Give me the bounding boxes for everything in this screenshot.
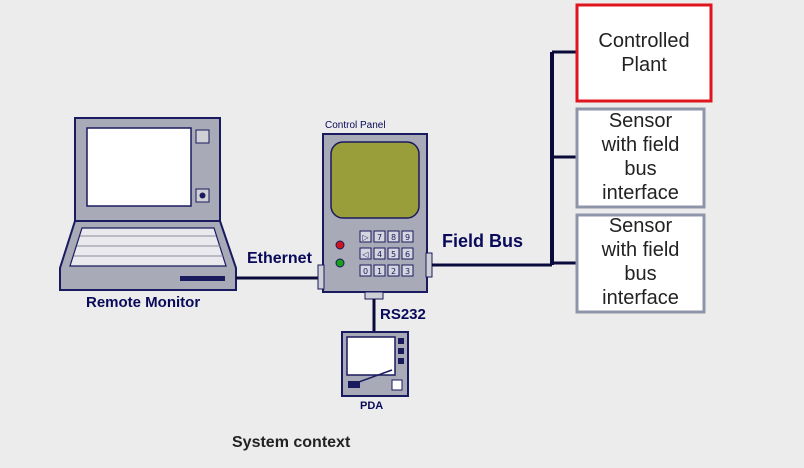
controlled-plant-text: Controlled Plant — [579, 29, 709, 77]
keypad-key — [373, 230, 386, 243]
keypad-key-label: 3 — [405, 267, 410, 276]
box-line: interface — [602, 182, 679, 204]
keypad-key — [387, 264, 400, 277]
laptop-button-icon — [195, 129, 210, 144]
box-line: Sensor — [608, 215, 673, 237]
keypad-key-label: 9 — [405, 233, 410, 242]
keypad-key-label: ▷ — [362, 233, 369, 242]
controlled-plant-box — [575, 3, 713, 103]
sensor-1-text: Sensor with field bus interface — [579, 109, 702, 205]
keypad: ▷ 7 8 9 ◁ 4 5 6 0 1 2 3 — [359, 230, 414, 277]
keypad-key-label: 7 — [377, 233, 382, 242]
keypad-key — [359, 230, 372, 243]
keypad-key-label: 8 — [391, 233, 396, 242]
remote-monitor-laptop — [59, 117, 237, 291]
keypad-key-label: 4 — [377, 250, 382, 259]
keypad-key — [387, 247, 400, 260]
keypad-key-label: 1 — [377, 267, 382, 276]
keypad-key — [401, 247, 414, 260]
keypad-key — [359, 247, 372, 260]
keypad-key-label: 6 — [405, 250, 410, 259]
keypad-key-label: 2 — [391, 267, 396, 276]
right-port — [425, 252, 433, 278]
red-led-icon — [335, 240, 345, 250]
pda-button-icon — [398, 348, 404, 354]
diagram-caption: System context — [232, 434, 351, 451]
keypad-key-label: 5 — [391, 250, 396, 259]
box-line: Sensor — [608, 110, 673, 132]
laptop-screen — [86, 127, 192, 207]
box-line: bus — [624, 263, 657, 285]
field-bus-label: Field Bus — [442, 231, 524, 251]
keypad-key — [373, 264, 386, 277]
box-line: with field — [601, 134, 680, 156]
box-line: with field — [601, 239, 680, 261]
control-panel-label: Control Panel — [325, 120, 386, 131]
remote-monitor-label: Remote Monitor — [86, 294, 201, 311]
box-line: Plant — [621, 54, 667, 76]
keypad-key-label: 0 — [363, 267, 368, 276]
laptop-keyboard — [69, 227, 227, 267]
pda-label: PDA — [360, 400, 384, 412]
keypad-key — [401, 230, 414, 243]
pda-stylus-icon — [355, 369, 393, 384]
pda-device — [341, 331, 409, 397]
pda-button-icon — [398, 358, 404, 364]
sensor-box — [575, 107, 706, 209]
control-panel-screen — [330, 141, 420, 219]
green-led-icon — [335, 258, 345, 268]
ethernet-label: Ethernet — [247, 250, 312, 267]
bottom-port — [364, 291, 384, 300]
keypad-key-label: ◁ — [361, 250, 368, 259]
pda-dpad-icon — [391, 379, 403, 391]
sensor-box — [575, 213, 706, 314]
box-line: Controlled — [598, 30, 690, 52]
box-line: bus — [624, 158, 657, 180]
laptop-slot — [180, 276, 225, 281]
keypad-key — [373, 247, 386, 260]
keypad-key — [401, 264, 414, 277]
keypad-key — [387, 230, 400, 243]
sensor-2-text: Sensor with field bus interface — [579, 214, 702, 310]
rs232-label: RS232 — [380, 306, 426, 323]
pda-key-icon — [348, 381, 360, 388]
pda-button-icon — [398, 338, 404, 344]
left-port — [317, 264, 325, 290]
pda-screen — [346, 336, 396, 376]
keypad-key — [359, 264, 372, 277]
box-line: interface — [602, 287, 679, 309]
